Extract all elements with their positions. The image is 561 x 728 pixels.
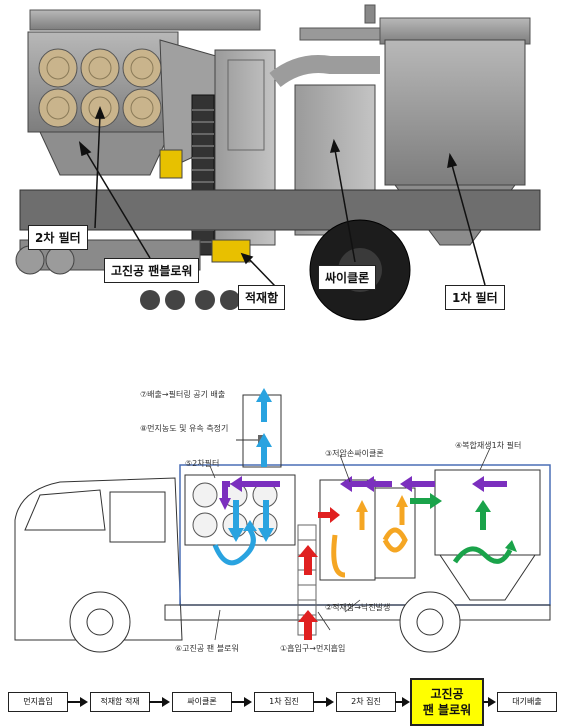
- step-dust-intake: 먼지흡입: [8, 692, 68, 712]
- step-cyclone: 싸이클론: [172, 692, 232, 712]
- step-hopper-load: 적재함 적재: [90, 692, 150, 712]
- label-filter2-schematic: ⑤2차필터: [185, 459, 220, 468]
- label-measure: ⑧먼지농도 및 유속 측정기: [140, 424, 229, 433]
- step-fan-blower-line1: 고진공: [430, 687, 464, 701]
- label-filter2: 2차 필터: [28, 225, 88, 250]
- label-fan-schematic: ⑥고진공 팬 블로워: [175, 644, 239, 653]
- purple-flow-arrows: [230, 476, 507, 492]
- step-fan-blower: 고진공 팬 블로워: [410, 678, 484, 726]
- label-exhaust: ⑦배출→필터링 공기 배출: [140, 390, 226, 399]
- label-fan-blower: 고진공 팬블로워: [104, 258, 200, 283]
- red-flow-arrows: [298, 507, 340, 640]
- step-fan-blower-line2: 팬 블로워: [422, 703, 472, 717]
- step-atmospheric-exhaust: 대기배출: [497, 692, 557, 712]
- label-filter1: 1차 필터: [445, 285, 505, 310]
- filter1-housing: [384, 39, 526, 186]
- label-filter1-schematic: ④복합재생1차 필터: [455, 441, 522, 450]
- chassis: [19, 189, 541, 231]
- label-inlet: ①흡입구→먼지흡입: [280, 644, 346, 653]
- label-hopper-schematic: ②적재함→낙진발생: [325, 603, 391, 612]
- cab-outline: [14, 477, 183, 641]
- label-hopper: 적재함: [238, 285, 286, 310]
- rear-wheel-schematic: [399, 591, 461, 653]
- green-flow-arrows: [410, 493, 491, 530]
- label-cyclone-schematic: ③저압손싸이클론: [325, 449, 384, 458]
- orange-flow-arrows: [331, 505, 408, 578]
- front-wheel: [69, 591, 131, 653]
- process-flow: 먼지흡입 적재함 적재 싸이클론 1차 집진 2차 집진 고진공 팬 블로워 대…: [0, 670, 561, 726]
- truck-schematic: [14, 388, 551, 653]
- truck-3d-rendering: [15, 4, 541, 321]
- blue-flow-arrows: [228, 388, 274, 542]
- step-primary-collection: 1차 집진: [254, 692, 314, 712]
- step-secondary-collection: 2차 집진: [336, 692, 396, 712]
- label-cyclone: 싸이클론: [318, 265, 377, 290]
- top-duct: [29, 9, 261, 31]
